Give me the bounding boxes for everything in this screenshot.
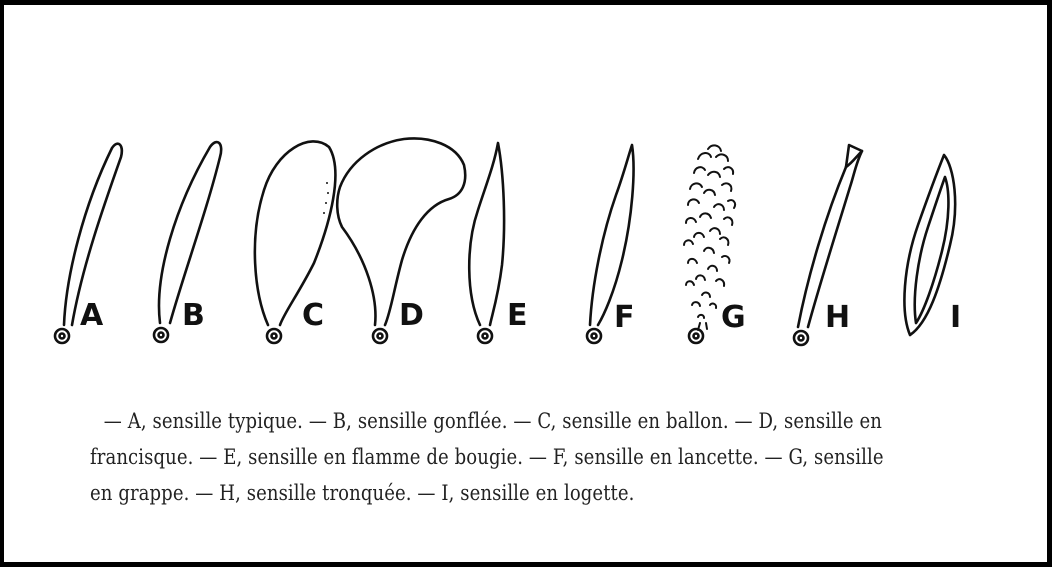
sensillum-g-base [689, 329, 703, 343]
label-f: F [614, 300, 635, 335]
label-e: E [507, 298, 528, 333]
caption-line-2: francisque. — E, sensille en flamme de b… [90, 439, 864, 475]
sensillum-e-shape [469, 143, 504, 343]
label-h: H [825, 300, 850, 335]
label-g: G [721, 300, 746, 335]
sensillum-c-dots [323, 182, 329, 214]
caption-line-1: — A, sensille typique. — B, sensille gon… [90, 403, 864, 439]
label-a: A [80, 298, 104, 333]
label-d: D [399, 298, 424, 333]
sensillum-i-shape [904, 155, 955, 335]
label-c: C [302, 298, 324, 333]
figure-caption: — A, sensille typique. — B, sensille gon… [90, 403, 864, 511]
label-i: I [950, 300, 961, 335]
caption-line-3: en grappe. — H, sensille tronquée. — I, … [90, 475, 864, 511]
label-b: B [182, 298, 205, 333]
